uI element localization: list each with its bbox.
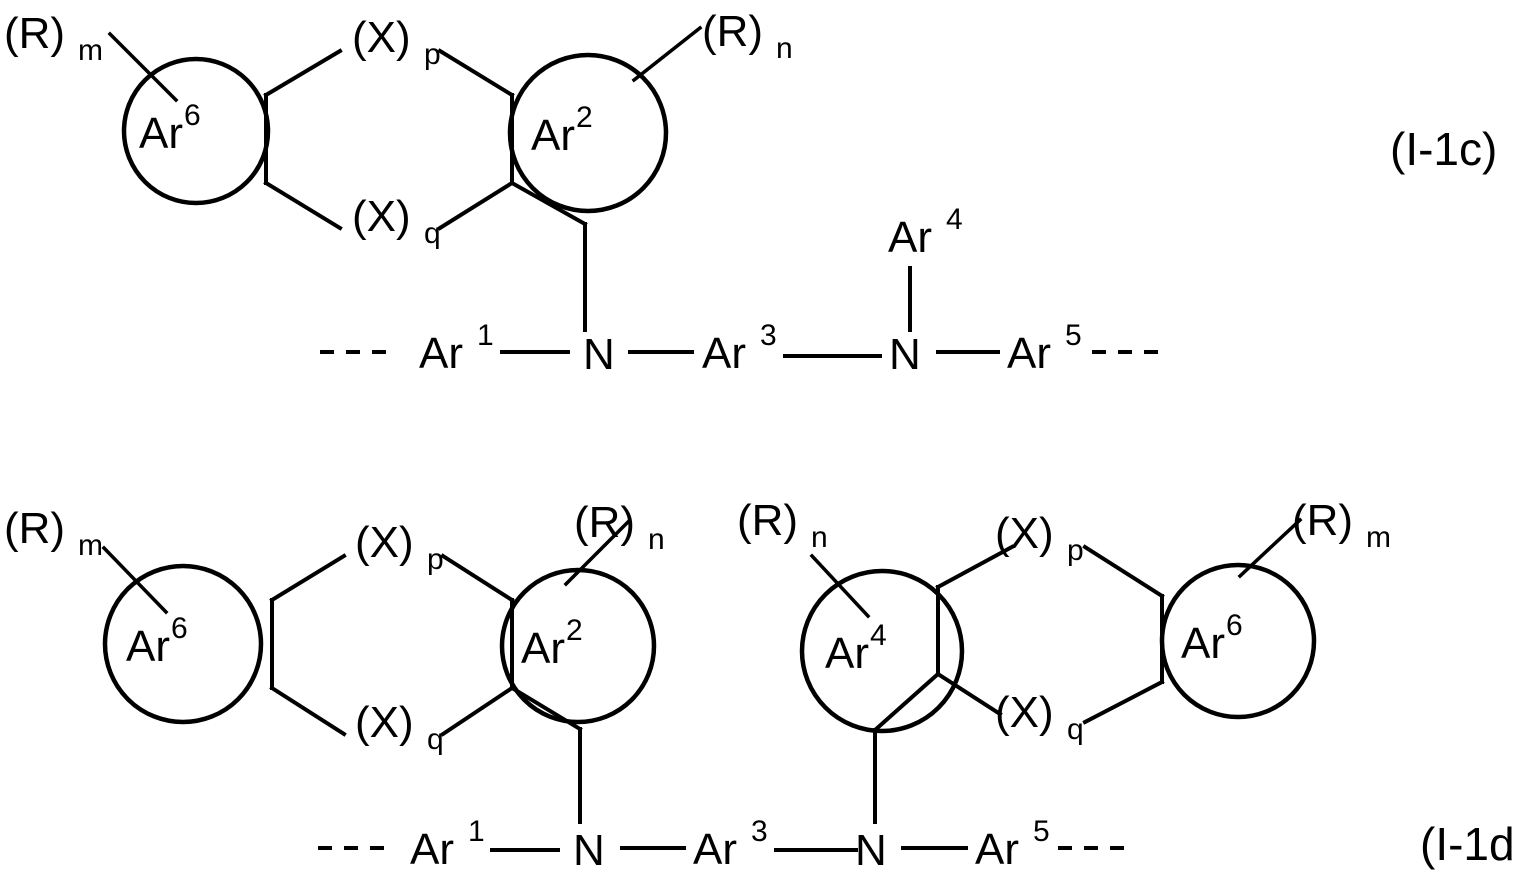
bridge-x-p-core: (X) xyxy=(355,518,414,567)
substituent-r-n-core: (R) xyxy=(574,498,635,547)
substituent-tick-r-m xyxy=(101,545,169,615)
chain-ar3-superscript: 3 xyxy=(751,815,768,848)
bond-xq-to-ar2 xyxy=(437,180,515,231)
chain-n-left-core: N xyxy=(583,330,615,379)
substituent-r-n-core: (R) xyxy=(737,496,798,545)
substituent-r-m-subscript: m xyxy=(1366,521,1391,554)
substituent-tick-r-m xyxy=(107,31,179,103)
chain-ar5-superscript: 5 xyxy=(1065,319,1082,352)
ring-ar6-right-label: Ar xyxy=(1181,619,1225,668)
pendant-ar4-core: Ar xyxy=(888,213,932,262)
substituent-r-n-subscript: n xyxy=(648,523,665,556)
ring-ar2-right-superscript: 2 xyxy=(576,101,593,134)
chain-ar1-superscript: 1 xyxy=(468,815,485,848)
formula-label-i-1c: (I-1c) xyxy=(1390,123,1497,175)
bond-ar4-to-xp xyxy=(935,544,1015,590)
ring-ar6-right-superscript: 6 xyxy=(1226,609,1243,642)
substituent-r-m-subscript: m xyxy=(78,34,103,67)
bond-ar6-to-xq xyxy=(263,180,343,231)
bond-ar6-to-xp xyxy=(269,553,347,603)
bond-ar6-to-xq xyxy=(269,685,347,737)
bond-xq-to-ar2 xyxy=(440,685,515,737)
substituent-r-m-subscript: m xyxy=(78,529,103,562)
bond-xq-to-ar6 xyxy=(1082,679,1165,725)
ring-ar6-left-superscript: 6 xyxy=(171,612,188,645)
ring-ar2-right-label: Ar xyxy=(521,624,565,673)
chain-ar3-core: Ar xyxy=(702,329,746,378)
bridge-x-p-subscript: p xyxy=(424,38,441,71)
structure-i-1d-left-unit: Ar 6 (R) m (X) p (X) q Ar xyxy=(4,498,665,824)
bridge-x-q-subscript: q xyxy=(1067,713,1084,746)
bond-ar2-to-descender xyxy=(509,180,588,227)
chain-ar5-core: Ar xyxy=(975,825,1019,874)
bond-xp-to-ar6 xyxy=(1082,544,1165,599)
bridge-x-q-core: (X) xyxy=(995,688,1054,737)
structure-i-1d-right-unit: Ar 4 (R) n (X) p (X) q Ar xyxy=(737,496,1391,824)
substituent-r-n-core: (R) xyxy=(702,7,763,56)
chain-n-right-core: N xyxy=(855,826,887,875)
substituent-r-m-core: (R) xyxy=(1292,496,1353,545)
substituent-r-m-core: (R) xyxy=(4,9,65,58)
bond-ar4-to-xq xyxy=(935,671,1003,717)
bond-ar6-to-xp xyxy=(263,48,343,98)
pendant-ar4-superscript: 4 xyxy=(946,203,963,236)
ring-ar4-left xyxy=(799,568,965,734)
bridge-x-p-subscript: p xyxy=(427,543,444,576)
chain-ar1-superscript: 1 xyxy=(477,319,494,352)
substituent-tick-r-n xyxy=(631,25,703,83)
bridge-x-q-subscript: q xyxy=(424,217,441,250)
ring-ar6-left xyxy=(102,563,264,725)
chain-ar1-core: Ar xyxy=(410,825,454,874)
chain-ar5-superscript: 5 xyxy=(1033,815,1050,848)
bridge-x-q-core: (X) xyxy=(355,698,414,747)
ring-ar4-left-superscript: 4 xyxy=(870,619,887,652)
substituent-tick-r-n xyxy=(563,519,631,587)
ring-ar4-left-label: Ar xyxy=(825,629,869,678)
ring-ar2-right-label: Ar xyxy=(531,111,575,160)
chain-n-left-core: N xyxy=(573,826,605,875)
structure-i-1c: Ar 6 (R) m (X) p (X) q xyxy=(4,7,1497,379)
bond-ar4-to-descender xyxy=(872,671,941,733)
chain-ar1-core: Ar xyxy=(419,329,463,378)
bridge-x-q-core: (X) xyxy=(352,192,411,241)
chain-ar5-core: Ar xyxy=(1007,329,1051,378)
substituent-r-m-core: (R) xyxy=(4,504,65,553)
chain-ar3-superscript: 3 xyxy=(760,319,777,352)
bridge-x-p-core: (X) xyxy=(995,509,1054,558)
ring-ar6-right xyxy=(1159,562,1317,720)
formula-label-i-1d: (I-1d xyxy=(1420,818,1515,870)
chain-n-right-core: N xyxy=(889,330,921,379)
bridge-x-p-core: (X) xyxy=(352,13,411,62)
structure-i-1d: Ar 6 (R) m (X) p (X) q Ar xyxy=(4,496,1515,875)
substituent-r-n-subscript: n xyxy=(776,32,793,65)
ring-ar6-left-superscript: 6 xyxy=(184,99,201,132)
ring-ar6-left-label: Ar xyxy=(126,622,170,671)
substituent-tick-r-n xyxy=(809,553,871,619)
ring-ar2-right xyxy=(507,52,669,214)
bond-ar2-to-descender xyxy=(509,685,583,732)
structure-i-1d-chain: Ar 1 N Ar 3 N Ar 5 xyxy=(318,815,1136,875)
bridge-x-q-subscript: q xyxy=(427,723,444,756)
substituent-tick-r-m xyxy=(1237,517,1303,579)
ring-ar6-left-label: Ar xyxy=(139,109,183,158)
ring-ar2-right-superscript: 2 xyxy=(566,614,583,647)
bond-xp-to-ar2 xyxy=(440,553,515,603)
substituent-r-n-subscript: n xyxy=(811,521,828,554)
bond-xp-to-ar2 xyxy=(437,48,515,98)
chain-ar3-core: Ar xyxy=(693,825,737,874)
bridge-x-p-subscript: p xyxy=(1067,534,1084,567)
